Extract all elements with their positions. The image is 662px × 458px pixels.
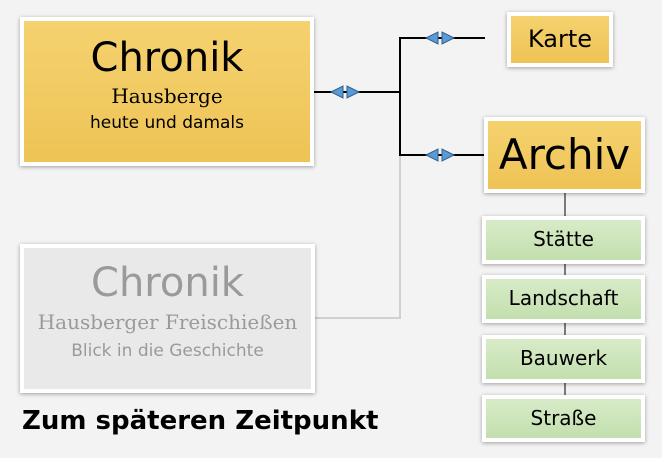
archiv-label: Archiv (498, 130, 631, 179)
item-label: Straße (530, 406, 597, 430)
later-stamp: Zum späteren Zeitpunkt (22, 404, 472, 438)
future-connector (314, 155, 401, 319)
future-subtitle: Hausberger Freischießen (37, 310, 298, 334)
archiv-item-strasse[interactable]: Straße (482, 395, 645, 442)
branch-connector (399, 37, 485, 156)
stamp-line1: Zum späteren (22, 406, 227, 436)
item-label: Landschaft (508, 286, 619, 310)
archiv-item-landschaft[interactable]: Landschaft (482, 275, 645, 323)
future-tagline: Blick in die Geschichte (71, 341, 264, 361)
archiv-item-staette[interactable]: Stätte (482, 216, 645, 264)
future-title: Chronik (91, 260, 244, 306)
karte-label: Karte (527, 25, 593, 53)
chronik-tagline: heute und damals (89, 113, 245, 133)
archiv-item-bauwerk[interactable]: Bauwerk (482, 335, 645, 383)
chronik-subtitle: Hausberge (111, 84, 223, 108)
item-label: Bauwerk (519, 346, 608, 370)
karte-box[interactable]: Karte (507, 12, 613, 67)
future-chronik-box: Chronik Hausberger Freischießen Blick in… (20, 244, 315, 393)
chronik-title: Chronik (90, 35, 244, 81)
arrow-icon (329, 85, 361, 99)
chronik-box[interactable]: Chronik Hausberge heute und damals (20, 17, 314, 166)
arrow-icon (424, 31, 456, 45)
arrow-icon (424, 148, 456, 162)
item-label: Stätte (533, 227, 594, 251)
stamp-line2: Zeitpunkt (235, 406, 379, 436)
archiv-box[interactable]: Archiv (484, 117, 645, 193)
